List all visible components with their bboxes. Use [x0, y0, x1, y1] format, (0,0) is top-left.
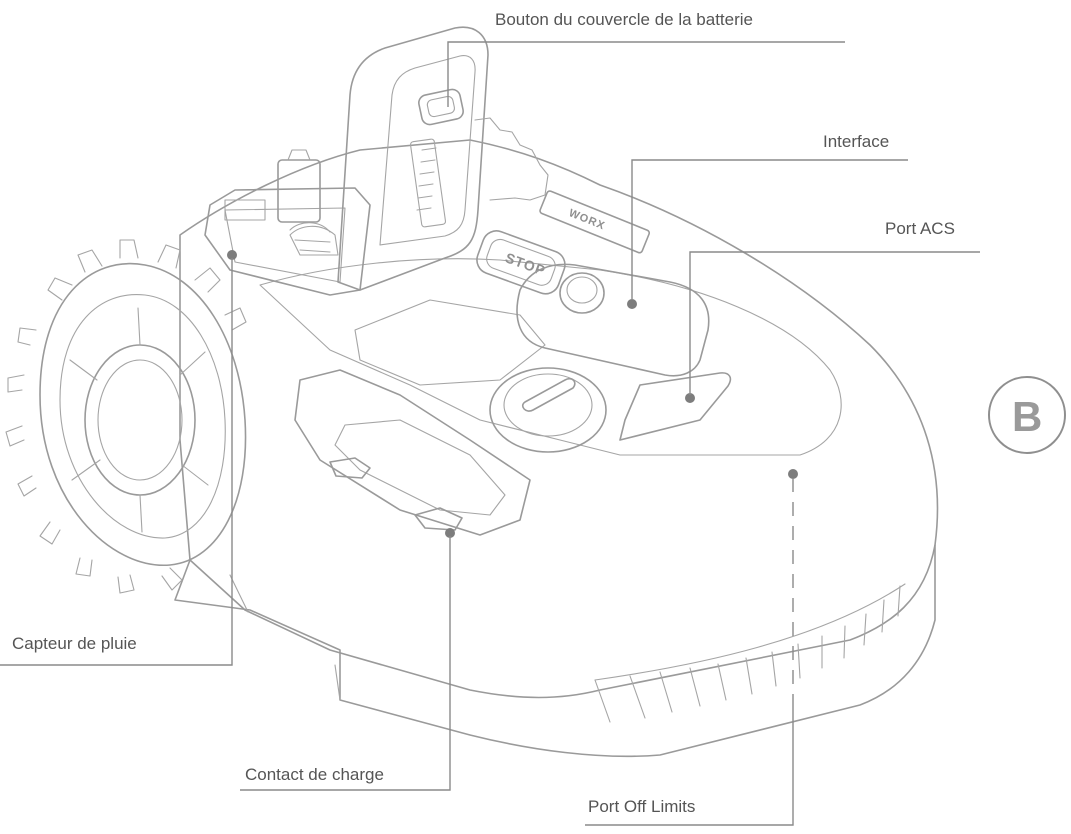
leader-charge-contact [240, 536, 451, 791]
acs-port-cover [619, 372, 732, 441]
mower-body-outline [179, 139, 939, 699]
charging-dock-recess [294, 369, 531, 536]
leader-acs-port [689, 251, 980, 395]
rear-bumper-ribs [594, 583, 906, 723]
off-limits-callout-dot [788, 469, 798, 479]
battery-lid [337, 26, 489, 291]
figure-badge: B [988, 376, 1066, 454]
leader-rain-sensor [0, 258, 233, 666]
brand-logo-plate: WORX [539, 190, 651, 254]
battery-pack [277, 159, 321, 223]
height-dial [489, 367, 607, 453]
label-charge-contact: Contact de charge [245, 765, 384, 784]
interface-panel [516, 263, 710, 377]
interface-knob [559, 272, 605, 314]
mower-skirt [174, 544, 936, 758]
drive-wheel [5, 239, 247, 594]
label-rain-sensor: Capteur de pluie [12, 634, 137, 653]
leader-interface [631, 159, 908, 300]
charge-contact-callout-dot [445, 528, 455, 538]
label-acs-port: Port ACS [885, 219, 955, 238]
wheel-hub [84, 344, 196, 496]
rain-sensor-callout-dot [227, 250, 237, 260]
figure-badge-letter: B [1012, 393, 1042, 440]
leader-off-limits-port-lower [585, 700, 794, 826]
acs-port-callout-dot [685, 393, 695, 403]
top-deck [259, 258, 842, 456]
charge-contact-lower [414, 507, 463, 531]
charge-contact-upper [329, 457, 371, 479]
label-off-limits-port: Port Off Limits [588, 797, 696, 816]
battery-lid-button [418, 88, 464, 126]
label-interface: Interface [823, 132, 890, 151]
label-battery-cover-button: Bouton du couvercle de la batterie [495, 10, 754, 29]
interface-callout-dot [627, 299, 637, 309]
leader-battery-cover-button [447, 41, 845, 107]
